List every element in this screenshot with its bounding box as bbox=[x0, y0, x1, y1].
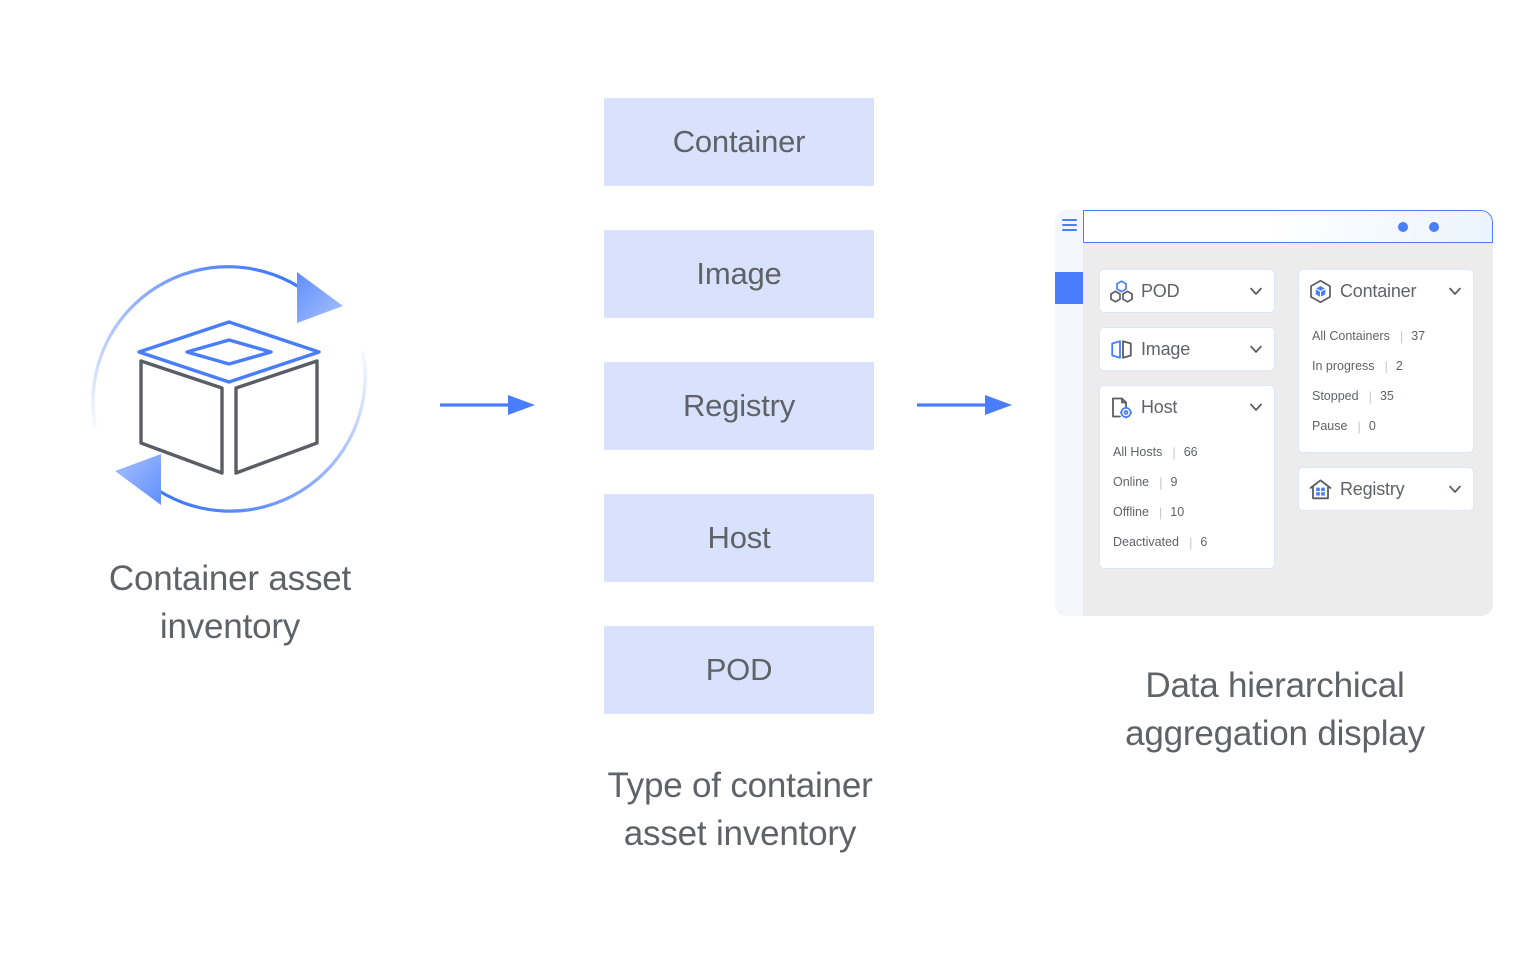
flow-arrow-1 bbox=[440, 393, 540, 417]
card-container-header[interactable]: Container bbox=[1299, 270, 1473, 312]
stat-row: All Hosts | 66 bbox=[1113, 437, 1274, 467]
stat-value: 0 bbox=[1368, 419, 1376, 433]
card-pod[interactable]: POD bbox=[1099, 269, 1275, 313]
stat-label: Offline bbox=[1113, 505, 1149, 519]
card-pod-title: POD bbox=[1141, 280, 1180, 301]
aggregation-app-window: POD bbox=[1055, 210, 1493, 616]
stat-label: Pause bbox=[1312, 419, 1348, 433]
stat-separator: | bbox=[1368, 388, 1372, 404]
stat-row: Stopped | 35 bbox=[1312, 381, 1473, 411]
window-titlebar bbox=[1083, 210, 1493, 243]
panel-column-right: Container All Containers | 37 bbox=[1298, 269, 1474, 525]
chevron-down-icon[interactable] bbox=[1247, 398, 1265, 416]
caption-line-2: aggregation display bbox=[1125, 714, 1425, 753]
host-gear-icon bbox=[1109, 395, 1134, 420]
card-image-header[interactable]: Image bbox=[1100, 328, 1274, 370]
container-asset-cycle-icon bbox=[65, 230, 395, 550]
flow-arrow-2 bbox=[917, 393, 1017, 417]
stat-separator: | bbox=[1159, 474, 1163, 490]
caption-line-2: inventory bbox=[159, 607, 301, 646]
image-panels-icon bbox=[1109, 337, 1134, 362]
stat-row: Deactivated | 6 bbox=[1113, 527, 1274, 557]
stat-value: 35 bbox=[1379, 389, 1394, 403]
type-box-label: Container bbox=[672, 124, 806, 159]
card-registry[interactable]: Registry bbox=[1298, 467, 1474, 511]
card-container-title: Container bbox=[1340, 280, 1417, 301]
card-container-stats: All Containers | 37 In progress | 2 Stop… bbox=[1298, 312, 1474, 453]
stat-value: 37 bbox=[1411, 329, 1426, 343]
card-host[interactable]: Host bbox=[1099, 385, 1275, 428]
caption-line-1: Container asset bbox=[108, 559, 352, 598]
titlebar-dot-icon[interactable] bbox=[1429, 222, 1439, 232]
stat-separator: | bbox=[1189, 534, 1193, 550]
type-box-label: Host bbox=[707, 520, 771, 555]
stat-value: 66 bbox=[1183, 445, 1198, 459]
type-box-image[interactable]: Image bbox=[604, 230, 874, 318]
stat-row: Pause | 0 bbox=[1312, 411, 1473, 441]
data-hierarchical-aggregation-caption: Data hierarchical aggregation display bbox=[1060, 662, 1490, 758]
type-box-pod[interactable]: POD bbox=[604, 626, 874, 714]
type-of-container-asset-inventory-section: Container Image Registry Host POD bbox=[540, 98, 940, 758]
caption-line-1: Data hierarchical bbox=[1145, 666, 1405, 705]
stat-row: In progress | 2 bbox=[1312, 351, 1473, 381]
type-box-label: Registry bbox=[682, 388, 796, 423]
hamburger-icon[interactable] bbox=[1062, 219, 1077, 232]
stat-separator: | bbox=[1172, 444, 1176, 460]
chevron-down-icon[interactable] bbox=[1247, 340, 1265, 358]
type-box-registry[interactable]: Registry bbox=[604, 362, 874, 450]
stat-label: Online bbox=[1113, 475, 1150, 489]
type-of-container-asset-inventory-caption: Type of container asset inventory bbox=[540, 762, 940, 858]
registry-warehouse-icon bbox=[1308, 477, 1333, 502]
stat-label: All Containers bbox=[1312, 329, 1390, 343]
stat-label: Stopped bbox=[1312, 389, 1359, 403]
window-sidebar bbox=[1055, 210, 1083, 616]
container-cube-icon bbox=[1308, 279, 1333, 304]
type-box-container[interactable]: Container bbox=[604, 98, 874, 186]
window-body: POD bbox=[1083, 243, 1493, 616]
card-registry-header[interactable]: Registry bbox=[1299, 468, 1473, 510]
container-asset-inventory-section: Container asset inventory bbox=[40, 220, 420, 670]
stat-value: 2 bbox=[1395, 359, 1403, 373]
stat-row: Online | 9 bbox=[1113, 467, 1274, 497]
caption-line-2: asset inventory bbox=[623, 814, 857, 853]
type-box-label: POD bbox=[705, 652, 773, 687]
card-host-stats: All Hosts | 66 Online | 9 Offline | 10 bbox=[1099, 428, 1275, 569]
type-box-label: Image bbox=[696, 256, 782, 291]
stat-separator: | bbox=[1399, 328, 1404, 344]
chevron-down-icon[interactable] bbox=[1247, 282, 1265, 300]
card-image[interactable]: Image bbox=[1099, 327, 1275, 371]
caption-line-1: Type of container bbox=[607, 766, 873, 805]
stat-label: Deactivated bbox=[1113, 535, 1180, 549]
titlebar-dot-icon[interactable] bbox=[1398, 222, 1408, 232]
card-host-header[interactable]: Host bbox=[1100, 386, 1274, 428]
card-container[interactable]: Container bbox=[1298, 269, 1474, 312]
stat-separator: | bbox=[1158, 504, 1163, 520]
card-host-title: Host bbox=[1141, 396, 1178, 417]
stat-row: All Containers | 37 bbox=[1312, 321, 1473, 351]
type-box-host[interactable]: Host bbox=[604, 494, 874, 582]
stat-value: 9 bbox=[1170, 475, 1178, 489]
sidebar-active-indicator[interactable] bbox=[1055, 272, 1083, 304]
stat-separator: | bbox=[1384, 358, 1388, 374]
card-image-title: Image bbox=[1141, 338, 1191, 359]
card-registry-title: Registry bbox=[1340, 478, 1405, 499]
panel-column-left: POD bbox=[1099, 269, 1275, 583]
stat-label: All Hosts bbox=[1113, 445, 1163, 459]
stat-row: Offline | 10 bbox=[1113, 497, 1274, 527]
stat-label: In progress bbox=[1312, 359, 1375, 373]
pod-hexagons-icon bbox=[1109, 279, 1134, 304]
chevron-down-icon[interactable] bbox=[1446, 480, 1464, 498]
stat-separator: | bbox=[1357, 418, 1361, 434]
chevron-down-icon[interactable] bbox=[1446, 282, 1464, 300]
card-pod-header[interactable]: POD bbox=[1100, 270, 1274, 312]
stat-value: 10 bbox=[1170, 505, 1185, 519]
stat-value: 6 bbox=[1200, 535, 1208, 549]
container-asset-inventory-caption: Container asset inventory bbox=[40, 555, 420, 651]
